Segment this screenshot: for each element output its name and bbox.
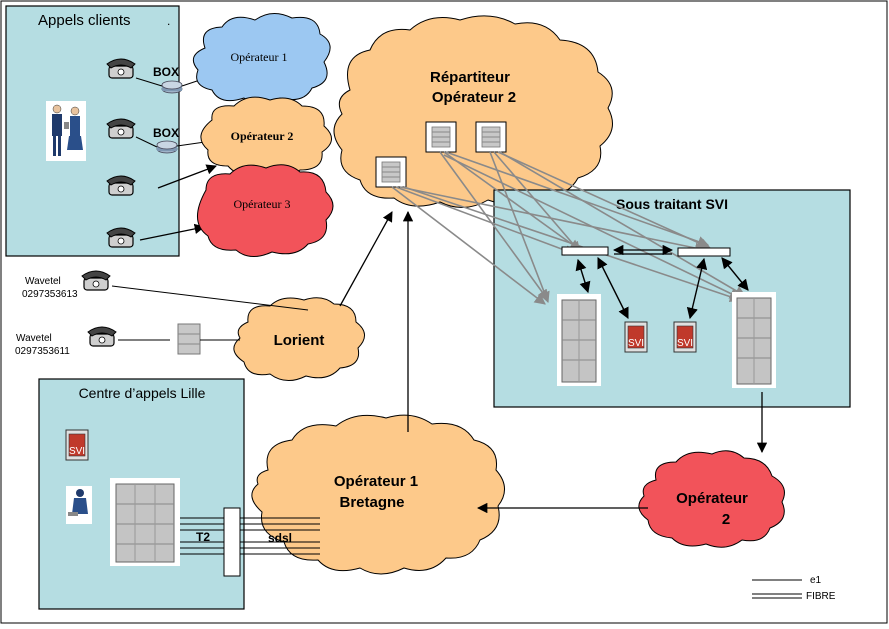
lille-patch-panel (223, 507, 241, 577)
wavetel-1-number: 0297353613 (22, 289, 78, 300)
legend: e1 FIBRE (752, 575, 836, 602)
repartiteur-to-svi-links (391, 151, 746, 305)
legend-e1-label: e1 (810, 575, 822, 586)
box-label-1: BOX (153, 65, 179, 79)
lille-sdsl-lines (240, 517, 320, 555)
cloud-operateur-1-bretagne (251, 414, 505, 575)
wavetel-2-number: 0297353611 (15, 346, 70, 357)
client-phone-4-icon (106, 227, 136, 248)
operator-person-icon (66, 486, 92, 524)
legend-fibre-label: FIBRE (806, 591, 836, 602)
wavetel-2-phone-icon (87, 326, 117, 347)
lille-pbx-server-icon (110, 478, 180, 566)
sdsl-label: sdsl (268, 531, 292, 545)
cloud-lorient-label: Lorient (274, 332, 325, 349)
svi-switch-2 (677, 247, 731, 257)
repartiteur-server-3-icon (375, 156, 407, 188)
cloud-repartiteur-label-line1: Répartiteur (430, 69, 510, 86)
client-phone-2-icon (106, 118, 136, 139)
cloud-operateur-2-red (638, 450, 785, 548)
svi-internal-links (575, 256, 749, 320)
t2-label: T2 (196, 530, 210, 544)
wavetel-1-phone-icon (81, 270, 111, 291)
repartiteur-server-2-icon (475, 121, 507, 153)
cloud-operateur-3-label: Opérateur 3 (234, 197, 291, 211)
panel-sous-traitant-svi (493, 189, 851, 408)
panel-svi-title: Sous traitant SVI (616, 196, 728, 212)
panel-appels-clients-title: Appels clients (38, 12, 131, 29)
cloud-operateur-2-small-label: Opérateur 2 (231, 129, 294, 143)
svi-unit-1-label: SVI (628, 338, 644, 349)
people-icon (46, 101, 86, 161)
cloud-operateur-2-small (200, 96, 332, 177)
wavetel-1-name: Wavetel (25, 276, 61, 287)
box-router-2-icon (156, 140, 178, 154)
cloud-operateur-3 (197, 164, 334, 257)
panel-appels-clients (5, 5, 180, 257)
lille-t2-lines (180, 517, 224, 555)
box-label-2: BOX (153, 126, 179, 140)
client-phone-3-icon (106, 175, 136, 196)
panel-lille-title: Centre d’appels Lille (79, 385, 206, 401)
cloud-operateur-2-red-line1: Opérateur (676, 490, 748, 507)
svi-server-left-icon (557, 294, 601, 386)
client-phone-1-icon (106, 58, 136, 79)
box-router-1-icon (161, 80, 183, 94)
cloud-repartiteur-label-line2: Opérateur 2 (432, 89, 516, 106)
cloud-bretagne-label-line2: Bretagne (339, 494, 404, 511)
cloud-bretagne-label-line1: Opérateur 1 (334, 473, 418, 490)
repartiteur-server-1-icon (425, 121, 457, 153)
svi-unit-2-label: SVI (677, 338, 693, 349)
cloud-operateur-2-red-line2: 2 (722, 511, 730, 528)
wavetel-server-icon (177, 323, 201, 355)
svi-server-right-icon (732, 292, 776, 388)
wavetel-2-name: Wavetel (16, 333, 52, 344)
panel-appels-clients-dot: . (167, 14, 170, 28)
cloud-operateur-1 (192, 13, 331, 105)
cloud-lorient (233, 297, 365, 381)
lille-svi-label: SVI (69, 446, 85, 457)
cloud-operateur-1-label: Opérateur 1 (231, 50, 288, 64)
svi-switch-1 (561, 246, 609, 256)
